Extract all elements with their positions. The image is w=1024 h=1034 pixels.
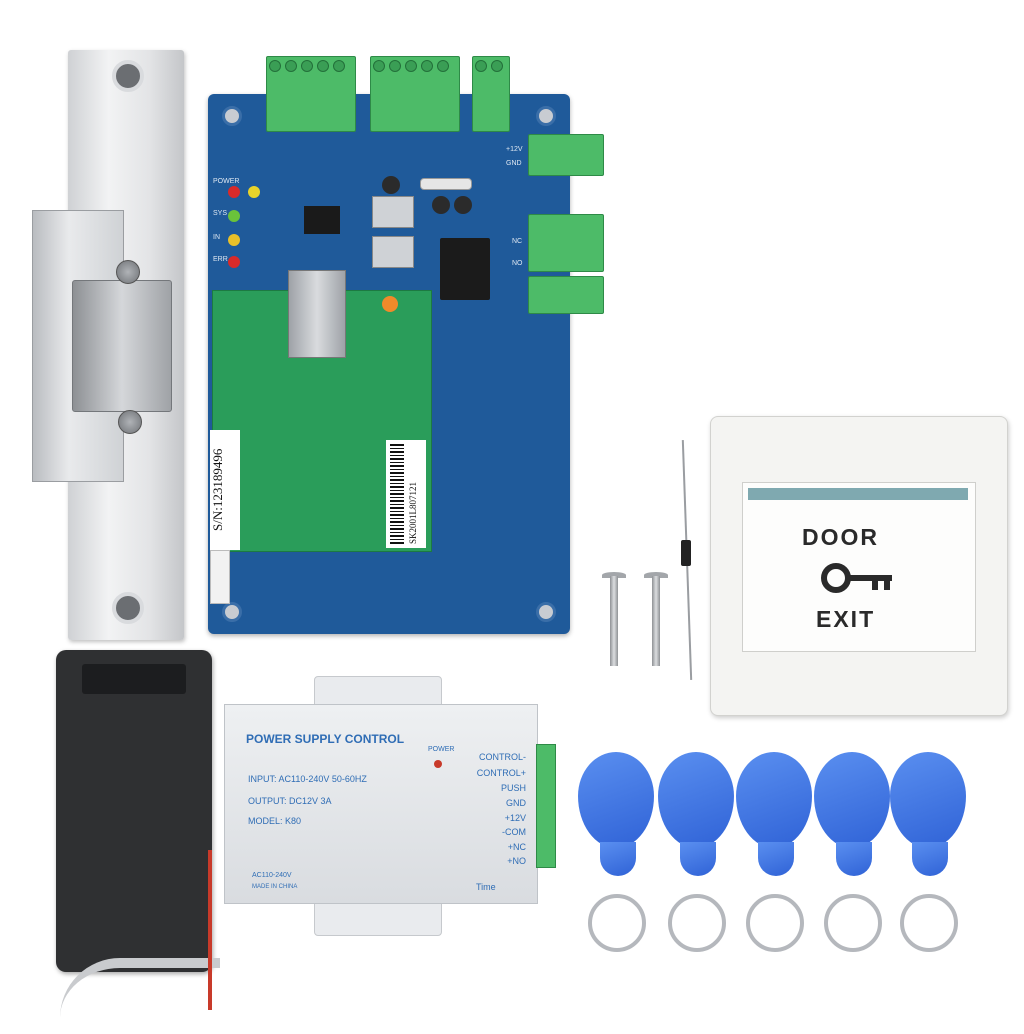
mount-hole: [222, 602, 242, 622]
power-led: [434, 760, 442, 768]
power-supply: [224, 704, 538, 904]
barcode-text: SK2001L807121: [408, 481, 418, 544]
psu-model: MODEL: K80: [248, 816, 302, 826]
psu-terminal-label: +12V: [504, 813, 526, 823]
sys-led: [228, 210, 240, 222]
psu-terminal-label: GND: [506, 798, 526, 808]
ethernet-port: [288, 270, 346, 358]
terminal-label: GND: [506, 160, 522, 167]
mount-hole: [536, 106, 556, 126]
wood-screw-icon: [644, 572, 668, 578]
relay: [440, 238, 490, 300]
led-label: IN: [213, 234, 220, 241]
mount-hole: [222, 106, 242, 126]
red-wire: [208, 850, 212, 1010]
terminal-block: [528, 134, 604, 176]
indicator-led: [382, 296, 398, 312]
psu-made-in: MADE IN CHINA: [252, 884, 298, 890]
terminal-block: [472, 56, 510, 132]
screw-icon: [116, 260, 140, 284]
rfid-keyfob: [758, 842, 794, 876]
wood-screw-icon: [610, 576, 618, 666]
terminal-block: [528, 214, 604, 272]
exit-button-strip: [748, 488, 968, 500]
faceplate-hole-top: [112, 60, 144, 92]
faceplate-hole-bottom: [112, 592, 144, 624]
rfid-keyfob: [600, 842, 636, 876]
psu-input: INPUT: AC110-240V 50-60HZ: [248, 774, 367, 784]
in-led: [228, 234, 240, 246]
exit-button[interactable]: [742, 482, 976, 652]
psu-footer: AC110-240V: [252, 872, 292, 879]
voltage-regulator: [372, 236, 414, 268]
terminal-block: [370, 56, 460, 132]
psu-terminal-block: [536, 744, 556, 868]
psu-terminal-label: PUSH: [500, 783, 526, 793]
barcode-label: SK2001L807121: [386, 440, 426, 548]
capacitor: [432, 196, 450, 214]
barcode: [390, 444, 404, 544]
psu-terminal-label: +NO: [507, 856, 526, 866]
psu-title: POWER SUPPLY CONTROL: [246, 732, 405, 746]
key-icon: [820, 560, 896, 601]
terminal-label: +12V: [506, 146, 523, 153]
fuse: [420, 178, 472, 190]
diode-icon: [681, 540, 691, 566]
psu-output: OUTPUT: DC12V 3A: [248, 796, 332, 806]
serial-number: S/N:123189496: [210, 448, 225, 532]
serial-number-label: S/N:123189496: [210, 430, 240, 550]
rfid-keyfob: [912, 842, 948, 876]
terminal-label: NC: [512, 238, 523, 245]
rfid-keyfob: [736, 752, 812, 848]
terminal-block: [266, 56, 356, 132]
mount-hole: [536, 602, 556, 622]
ic-chip: [304, 206, 340, 234]
rfid-keyfob: [578, 752, 654, 848]
connector: [210, 550, 230, 604]
psu-power-label: POWER: [428, 746, 455, 753]
key-ring: [588, 894, 646, 952]
psu-time-label: Time: [476, 882, 496, 892]
err-led: [228, 256, 240, 268]
strike-latch: [72, 280, 172, 412]
key-ring: [746, 894, 804, 952]
psu-terminal-label: CONTROL-: [479, 752, 526, 762]
rfid-keyfob: [890, 752, 966, 848]
door-label: DOOR: [802, 524, 879, 550]
wood-screw-icon: [652, 576, 660, 666]
voltage-regulator: [372, 196, 414, 228]
capacitor: [382, 176, 400, 194]
rfid-keyfob: [814, 752, 890, 848]
key-ring: [668, 894, 726, 952]
led-label: ERR: [213, 256, 228, 263]
key-ring: [900, 894, 958, 952]
terminal-label: NO: [512, 260, 523, 267]
led-label: SYS: [213, 210, 228, 217]
screw-icon: [118, 410, 142, 434]
psu-terminal-label: +NC: [507, 842, 526, 852]
power-led: [228, 186, 240, 198]
reader-cable: [60, 958, 220, 1034]
psu-terminal-label: CONTROL+: [476, 768, 526, 778]
rfid-keyfob: [836, 842, 872, 876]
key-ring: [824, 894, 882, 952]
psu-terminal-label: -COM: [502, 827, 526, 837]
rfid-keyfob: [680, 842, 716, 876]
reader-window: [82, 664, 186, 694]
capacitor: [454, 196, 472, 214]
rfid-card-reader: [56, 650, 212, 972]
terminal-block: [528, 276, 604, 314]
indicator-led: [248, 186, 260, 198]
exit-label: EXIT: [816, 606, 876, 632]
led-label: POWER: [213, 178, 240, 185]
rfid-keyfob: [658, 752, 734, 848]
wood-screw-icon: [602, 572, 626, 578]
